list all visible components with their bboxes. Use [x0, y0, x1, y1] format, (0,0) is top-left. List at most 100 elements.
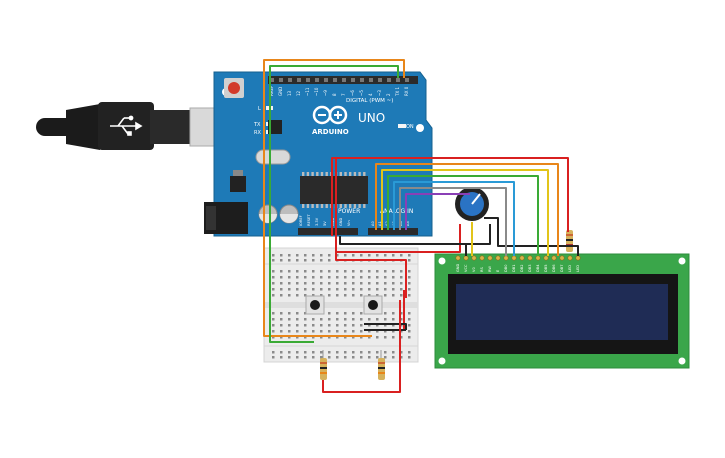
lcd-pin[interactable]: [535, 255, 541, 261]
wire-black-bb-1[interactable]: [364, 323, 407, 330]
capacitor-1: [258, 204, 278, 224]
wire-green-d3[interactable]: [269, 65, 399, 343]
digital-pin-hole[interactable]: [369, 78, 373, 82]
wire-black-pot[interactable]: [484, 217, 579, 256]
lcd-pin-label: LED: [576, 265, 580, 272]
digital-label: DIGITAL (PWM ~): [346, 98, 393, 104]
digital-pin-label: AREF: [269, 85, 274, 96]
wire-grey-lcd[interactable]: [399, 187, 507, 256]
reset-button[interactable]: [224, 78, 244, 98]
digital-pin-hole[interactable]: [315, 78, 319, 82]
lcd-pin-label: GND: [456, 264, 460, 272]
digital-pin-hole[interactable]: [270, 78, 274, 82]
lcd-pin[interactable]: [463, 255, 469, 261]
lcd-pin[interactable]: [567, 255, 573, 261]
power-pin-label: GND: [339, 218, 343, 226]
lcd-pin-label: DB4: [536, 264, 540, 272]
usb-symbol-icon: [110, 115, 143, 136]
resistor-lcd-backlight[interactable]: [566, 230, 573, 252]
wire-orange-d2[interactable]: [263, 59, 405, 337]
wires: [263, 59, 579, 393]
lcd-pin[interactable]: [511, 255, 517, 261]
lcd-pin-label: DB2: [520, 264, 524, 272]
digital-pin-label: ~3: [377, 90, 382, 96]
arduino-model: UNO: [358, 111, 385, 125]
wire-red-5v[interactable]: [331, 157, 569, 236]
lcd-pin[interactable]: [551, 255, 557, 261]
digital-pin-label: ~10: [314, 87, 319, 96]
lcd-pin[interactable]: [559, 255, 565, 261]
breadboard[interactable]: [263, 247, 419, 363]
digital-pin-label: ~5: [359, 90, 364, 96]
digital-pin-hole[interactable]: [297, 78, 301, 82]
wire-red-bottom-loop[interactable]: [322, 300, 401, 393]
digital-pin-hole[interactable]: [360, 78, 364, 82]
digital-pin-hole[interactable]: [396, 78, 400, 82]
digital-pin-label: 4: [368, 93, 373, 96]
capacitor-2: [279, 204, 299, 224]
analog-pin-label: A0: [371, 221, 375, 226]
digital-pin-label: 7: [341, 93, 346, 96]
power-header[interactable]: [298, 228, 358, 235]
lcd-pin-label: DB5: [544, 264, 548, 272]
digital-pin-hole[interactable]: [351, 78, 355, 82]
led-rx-label: RX: [254, 130, 261, 136]
arduino-brand: ARDUINO: [312, 128, 349, 136]
wire-orange-lcd[interactable]: [375, 163, 559, 256]
resistor-button-1[interactable]: [320, 350, 327, 380]
wire-purple-lcd[interactable]: [405, 193, 470, 230]
lcd-pin-label: RS: [480, 267, 484, 272]
dc-power-jack[interactable]: [204, 202, 248, 234]
lcd-pin[interactable]: [471, 255, 477, 261]
analog-header[interactable]: [368, 228, 418, 235]
lcd-pin[interactable]: [519, 255, 525, 261]
digital-pin-label: ~11: [305, 87, 310, 96]
digital-pin-hole[interactable]: [378, 78, 382, 82]
lcd-pin-label: VCC: [464, 264, 468, 272]
lcd-pin-label: DB3: [528, 264, 532, 272]
lcd-pin-label: V0: [472, 267, 476, 272]
resistor-button-2[interactable]: [378, 350, 385, 380]
lcd-pin[interactable]: [479, 255, 485, 261]
power-pin-label: Vin: [347, 220, 351, 226]
lcd-pin-label: DB0: [504, 264, 508, 272]
digital-pin-label: GND: [278, 87, 283, 96]
push-button-1[interactable]: [305, 295, 325, 315]
digital-pin-label: 2: [386, 93, 391, 96]
digital-pin-label: ~9: [323, 90, 328, 96]
analog-pin-label: A1: [378, 221, 382, 226]
digital-pin-hole[interactable]: [405, 78, 409, 82]
wire-blue-lcd[interactable]: [393, 181, 515, 256]
lcd-pin[interactable]: [575, 255, 581, 261]
wire-red-pot[interactable]: [335, 158, 461, 253]
usb-cable[interactable]: [36, 102, 239, 150]
on-label: ON: [406, 124, 414, 130]
lcd-pin[interactable]: [527, 255, 533, 261]
digital-pin-hole[interactable]: [342, 78, 346, 82]
lcd-pin[interactable]: [495, 255, 501, 261]
digital-pin-hole[interactable]: [324, 78, 328, 82]
push-button-2[interactable]: [363, 295, 383, 315]
digital-pin-label: 12: [296, 90, 301, 96]
wire-red-bb-rail[interactable]: [335, 252, 407, 298]
digital-pin-hole[interactable]: [333, 78, 337, 82]
wire-green-lcd[interactable]: [387, 175, 539, 256]
lcd-pin[interactable]: [487, 255, 493, 261]
digital-pin-hole[interactable]: [279, 78, 283, 82]
potentiometer[interactable]: [455, 187, 489, 221]
digital-pin-hole[interactable]: [387, 78, 391, 82]
lcd-pin-label: DB7: [560, 264, 564, 272]
wire-black-gnd[interactable]: [339, 224, 491, 245]
wire-yellow-lcd[interactable]: [381, 169, 549, 256]
digital-pin-hole[interactable]: [306, 78, 310, 82]
power-pin-label: 5V: [323, 221, 327, 226]
lcd-pin[interactable]: [455, 255, 461, 261]
digital-pin-label: ~6: [350, 90, 355, 96]
analog-pin-label: A5: [406, 221, 410, 226]
digital-pin-hole[interactable]: [288, 78, 292, 82]
lcd-pin[interactable]: [503, 255, 509, 261]
lcd-pin[interactable]: [543, 255, 549, 261]
